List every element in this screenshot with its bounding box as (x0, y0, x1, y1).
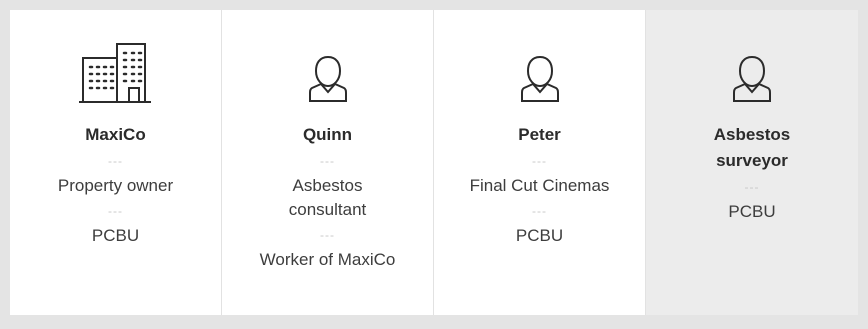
separator: --- (532, 154, 547, 168)
separator: --- (320, 154, 335, 168)
card-name: Peter (518, 125, 561, 144)
card-peter: Peter --- Final Cut Cinemas --- PCBU (434, 10, 646, 315)
card-role: Property owner (57, 176, 174, 195)
building-icon (77, 32, 155, 104)
card-status: PCBU (515, 226, 564, 245)
card-role: Final Cut Cinemas (469, 176, 610, 195)
card-name: Asbestos surveyor (713, 125, 791, 170)
separator: --- (744, 180, 760, 194)
card-quinn: Quinn --- Asbestos consultant --- Worker… (222, 10, 434, 315)
separator: --- (320, 228, 335, 242)
card-status: PCBU (91, 226, 140, 245)
card-name: Quinn (302, 125, 353, 144)
person-icon (732, 32, 772, 104)
card-asbestos-surveyor: Asbestos surveyor --- PCBU (646, 10, 858, 315)
separator: --- (108, 154, 123, 168)
separator: --- (532, 204, 547, 218)
card-maxico: MaxiCo --- Property owner --- PCBU (10, 10, 222, 315)
card-status: Worker of MaxiCo (259, 250, 396, 269)
card-status: PCBU (728, 202, 776, 221)
card-name: MaxiCo (85, 125, 146, 144)
role-cards-panel: MaxiCo --- Property owner --- PCBU Quinn… (10, 10, 858, 315)
card-role: Asbestos consultant (288, 176, 367, 219)
person-icon (308, 32, 348, 104)
separator: --- (108, 204, 123, 218)
person-icon (520, 32, 560, 104)
